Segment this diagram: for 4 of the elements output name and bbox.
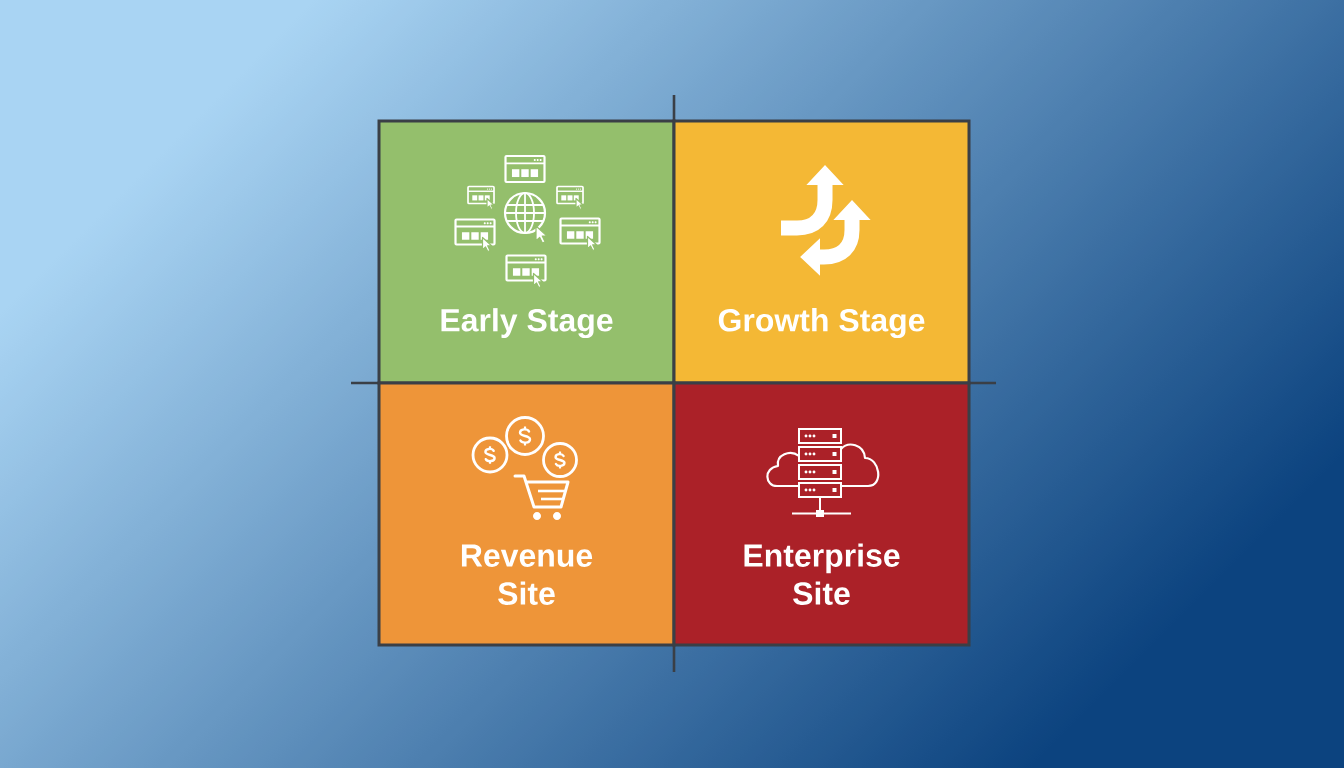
quadrant-box: Enterprise Site — [672, 381, 971, 647]
quadrant-box: Revenue Site — [377, 381, 676, 647]
quadrant-box: Growth Stage — [672, 119, 971, 385]
quadrant-box: Early Stage — [377, 119, 676, 385]
